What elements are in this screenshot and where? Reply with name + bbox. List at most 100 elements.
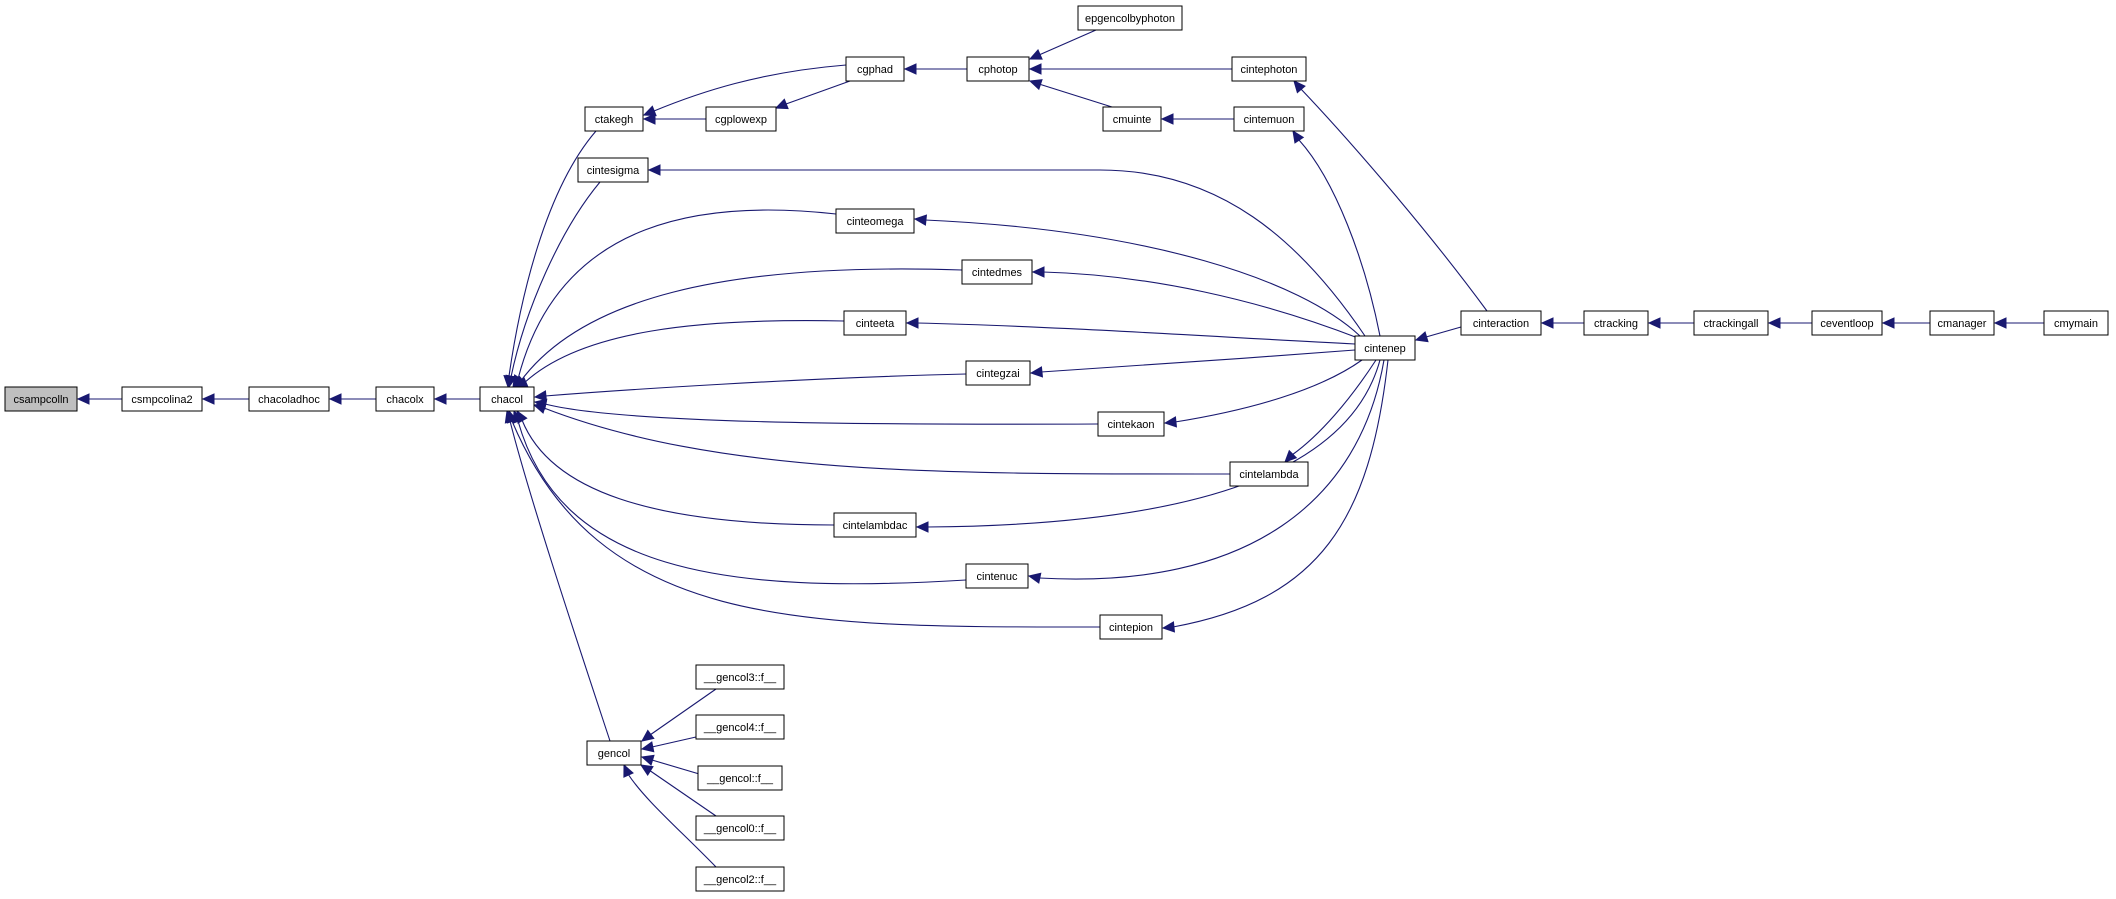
node-box[interactable] [586,740,642,766]
node-cintepion[interactable]: cintepion [1099,614,1163,640]
node-chacoladhoc[interactable]: chacoladhoc [248,386,330,412]
node-gencol3[interactable]: __gencol3::f__ [695,664,785,690]
node-box[interactable] [584,106,644,132]
node-box[interactable] [1233,106,1305,132]
nodes-layer: csampcolln csmpcolina2 chacoladhoc chacolx c… [4,5,2109,892]
edge-line [1299,87,1488,312]
edge-cinteraction-to-cintenep [1414,326,1462,343]
edge-line [519,268,963,383]
edge-line [510,181,601,378]
node-cintedmes[interactable]: cintedmes [961,259,1033,285]
node-gencol2[interactable]: __gencol2::f__ [695,866,785,892]
arrowhead-icon [1163,416,1178,428]
node-cintegzai[interactable]: cintegzai [965,360,1031,386]
edge-line [1038,29,1097,56]
edge-cintegzai-to-chacol [533,373,967,402]
node-label: cintegzai [976,368,1019,380]
node-box[interactable] [1231,56,1307,82]
node-cmanager[interactable]: cmanager [1929,310,1995,336]
edge-cintephoton-to-cphotop [1028,63,1232,75]
edge-cgphad-to-ctakegh [642,64,847,117]
node-cmuinte[interactable]: cmuinte [1102,106,1162,132]
node-cintelambda[interactable]: cintelambda [1229,461,1309,487]
edge-cgplowexp-to-ctakegh [642,113,706,125]
node-box[interactable] [2043,310,2109,336]
edges-layer [76,29,2044,868]
node-chacolx[interactable]: chacolx [375,386,435,412]
node-cintephoton[interactable]: cintephoton [1231,56,1307,82]
node-box[interactable] [121,386,203,412]
node-label: ceventloop [1820,318,1873,330]
node-box[interactable] [375,386,435,412]
node-epgencolbyphoton[interactable]: epgencolbyphoton [1077,5,1183,31]
edge-line [511,420,1101,628]
node-gencol[interactable]: gencol [586,740,642,766]
node-box[interactable] [835,208,915,234]
node-label: cmuinte [1113,114,1152,126]
node-box[interactable] [695,664,785,690]
node-csampcolln[interactable]: csampcolln [4,386,78,412]
node-box[interactable] [695,714,785,740]
node-cgplowexp[interactable]: cgplowexp [705,106,777,132]
node-ceventloop[interactable]: ceventloop [1811,310,1883,336]
node-cintekaon[interactable]: cintekaon [1097,411,1165,437]
node-box[interactable] [833,512,917,538]
node-cintesigma[interactable]: cintesigma [577,157,649,183]
node-cinteomega[interactable]: cinteomega [835,208,915,234]
edge-gencol3-to-gencol [641,688,717,742]
node-label: csmpcolina2 [131,394,192,406]
node-box[interactable] [695,815,785,841]
node-box[interactable] [1229,461,1309,487]
node-box[interactable] [965,563,1029,589]
node-box[interactable] [697,765,783,791]
node-cgphad[interactable]: cgphad [845,56,905,82]
node-label: cintesigma [587,165,640,177]
arrowhead-icon [1160,113,1174,125]
arrowhead-icon [905,317,919,329]
node-ctakegh[interactable]: ctakegh [584,106,644,132]
node-cintenep[interactable]: cintenep [1354,335,1416,361]
node-box[interactable] [479,386,535,412]
node-chacol[interactable]: chacol [479,386,535,412]
node-box[interactable] [1929,310,1995,336]
node-cintelambdac[interactable]: cintelambdac [833,512,917,538]
node-box[interactable] [1102,106,1162,132]
node-box[interactable] [248,386,330,412]
node-cinteeta[interactable]: cinteeta [843,310,907,336]
node-gencol4[interactable]: __gencol4::f__ [695,714,785,740]
node-ctrackingall[interactable]: ctrackingall [1693,310,1769,336]
node-box[interactable] [965,360,1031,386]
node-gencoll[interactable]: __gencol::f__ [697,765,783,791]
node-cinteraction[interactable]: cinteraction [1460,310,1542,336]
node-box[interactable] [1693,310,1769,336]
node-box[interactable] [577,157,649,183]
node-label: cintedmes [972,267,1023,279]
node-box[interactable] [705,106,777,132]
node-box[interactable] [961,259,1033,285]
node-box[interactable] [1077,5,1183,31]
node-ctracking[interactable]: ctracking [1583,310,1649,336]
node-cintemuon[interactable]: cintemuon [1233,106,1305,132]
node-box[interactable] [845,56,905,82]
node-box[interactable] [1097,411,1165,437]
node-csmpcolina2[interactable]: csmpcolina2 [121,386,203,412]
edge-ctrackingall-to-ctracking [1647,317,1694,329]
node-gencol0[interactable]: __gencol0::f__ [695,815,785,841]
node-box[interactable] [695,866,785,892]
node-label: chacolx [386,394,424,406]
arrowhead-icon [623,763,634,778]
node-box[interactable] [4,386,78,412]
node-box[interactable] [1460,310,1542,336]
node-box[interactable] [966,56,1030,82]
node-box[interactable] [843,310,907,336]
node-cphotop[interactable]: cphotop [966,56,1030,82]
node-box[interactable] [1811,310,1883,336]
node-cintenuc[interactable]: cintenuc [965,563,1029,589]
edge-line [1174,359,1363,423]
edge-line [653,64,847,112]
node-box[interactable] [1099,614,1163,640]
node-box[interactable] [1354,335,1416,361]
arrowhead-icon [1028,49,1043,60]
node-cmymain[interactable]: cmymain [2043,310,2109,336]
node-box[interactable] [1583,310,1649,336]
